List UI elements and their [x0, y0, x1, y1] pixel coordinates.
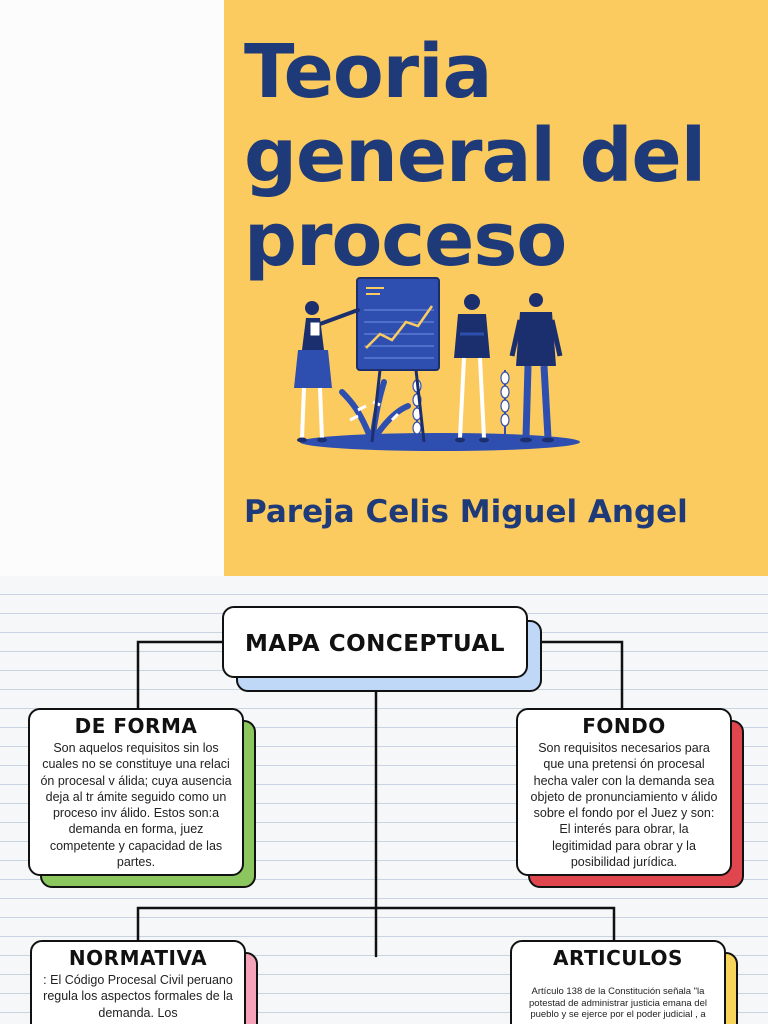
node-title: FONDO: [582, 714, 666, 738]
presentation-illustration: [294, 277, 580, 451]
node-text: Artículo 138 de la Constitución señala "…: [529, 986, 707, 1020]
presenter-figure: [294, 301, 360, 443]
document-title: Teoria general del proceso: [244, 30, 764, 282]
chart-board: [356, 277, 440, 371]
concept-map-page: MAPA CONCEPTUAL DE FORMA Son aquelos req…: [0, 576, 768, 1024]
cover-left-margin: [0, 0, 224, 576]
plant-leaves: [349, 400, 400, 422]
node-title: NORMATIVA: [68, 946, 208, 970]
main-title-box: MAPA CONCEPTUAL: [222, 606, 528, 678]
node-de-forma: DE FORMA Son aquelos requisitos sin los …: [28, 708, 244, 876]
ground-shape: [300, 433, 580, 451]
title-line-1: Teoria: [244, 29, 492, 115]
node-text: Son aquelos requisitos sin los cuales no…: [40, 741, 232, 870]
connector-main-left: [136, 640, 224, 710]
title-line-2: general del: [244, 113, 706, 199]
author-name: Pareja Celis Miguel Angel: [244, 494, 688, 530]
connector-bottom-branch: [136, 906, 616, 942]
node-title: ARTICULOS: [553, 946, 683, 970]
title-line-3: proceso: [244, 197, 567, 283]
node-fondo: FONDO Son requisitos necesarios para que…: [516, 708, 732, 876]
node-title: DE FORMA: [74, 714, 198, 738]
connector-main-right: [526, 640, 624, 710]
audience-figure-1: [454, 294, 490, 443]
node-text: Son requisitos necesarios para que una p…: [530, 741, 718, 870]
node-normativa: NORMATIVA : El Código Procesal Civil per…: [30, 940, 246, 1024]
connector-lines: [136, 640, 624, 958]
node-text: : El Código Procesal Civil peruano regul…: [43, 973, 233, 1020]
cover-panel: Teoria general del proceso: [224, 0, 768, 576]
main-title: MAPA CONCEPTUAL: [245, 631, 505, 657]
growth-line: [365, 305, 434, 349]
audience-figure-2: [509, 293, 563, 443]
node-articulos: ARTICULOS Artículo 138 de la Constitució…: [510, 940, 726, 1024]
